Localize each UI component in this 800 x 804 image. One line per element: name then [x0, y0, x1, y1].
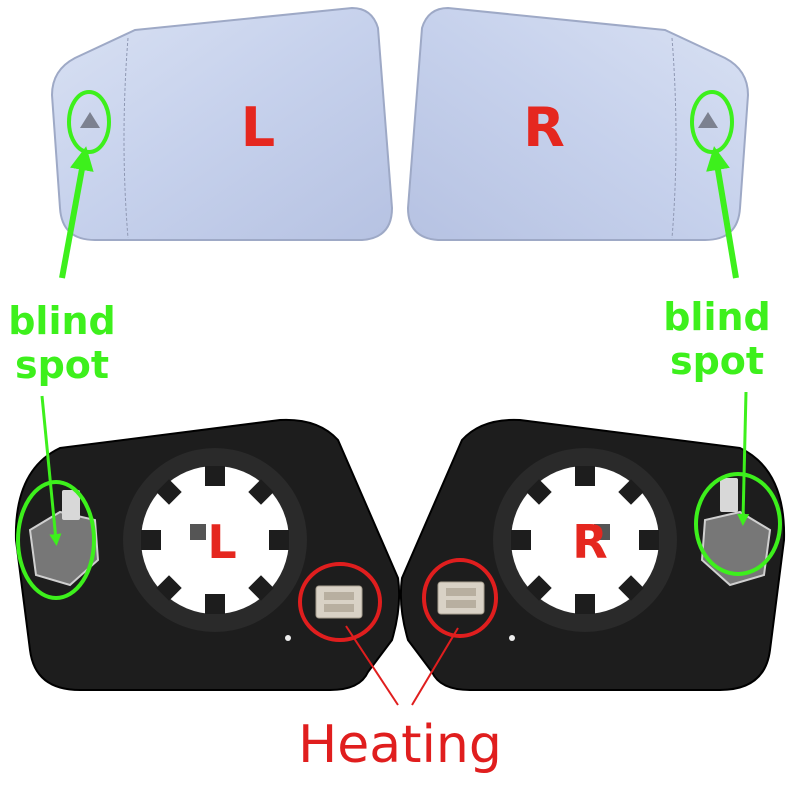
left-heating-connector — [315, 585, 363, 619]
left-heating-highlight — [298, 562, 382, 642]
svg-text:blind: blind — [663, 295, 771, 339]
right-backing-label: R — [572, 515, 607, 569]
left-backing-blind-spot-highlight — [16, 480, 96, 600]
right-mirror-backing: R — [399, 418, 786, 691]
heating-pointer-left — [345, 625, 399, 706]
warning-triangle-icon — [80, 112, 100, 128]
svg-text:spot: spot — [670, 339, 764, 383]
right-glass-label: R — [523, 96, 565, 159]
left-blind-spot-arrow-down — [40, 395, 62, 546]
left-glass-label: L — [241, 96, 275, 159]
left-mount-ring — [123, 448, 307, 632]
heating-label: Heating — [298, 715, 502, 775]
left-blind-spot-arrow-up — [59, 146, 94, 279]
right-blind-spot-module — [700, 478, 772, 587]
svg-text:spot: spot — [15, 343, 109, 387]
right-blind-spot-arrow-down — [737, 391, 750, 526]
left-mirror-glass: L — [50, 6, 394, 241]
right-blind-spot-label: blind spot — [663, 295, 771, 383]
right-mount-ring — [493, 448, 677, 632]
left-mirror-backing: L — [14, 418, 401, 691]
left-blind-spot-module — [28, 490, 100, 587]
right-heating-highlight — [422, 558, 498, 638]
left-backing-label: L — [207, 515, 236, 569]
right-mirror-glass: R — [406, 6, 750, 241]
warning-triangle-icon — [698, 112, 718, 128]
right-blind-spot-arrow-up — [706, 146, 739, 279]
svg-text:blind: blind — [8, 299, 116, 343]
right-backing-blind-spot-highlight — [694, 472, 782, 576]
right-heating-connector — [437, 581, 485, 615]
heating-pointer-right — [411, 627, 459, 706]
left-blind-spot-label: blind spot — [8, 299, 116, 387]
